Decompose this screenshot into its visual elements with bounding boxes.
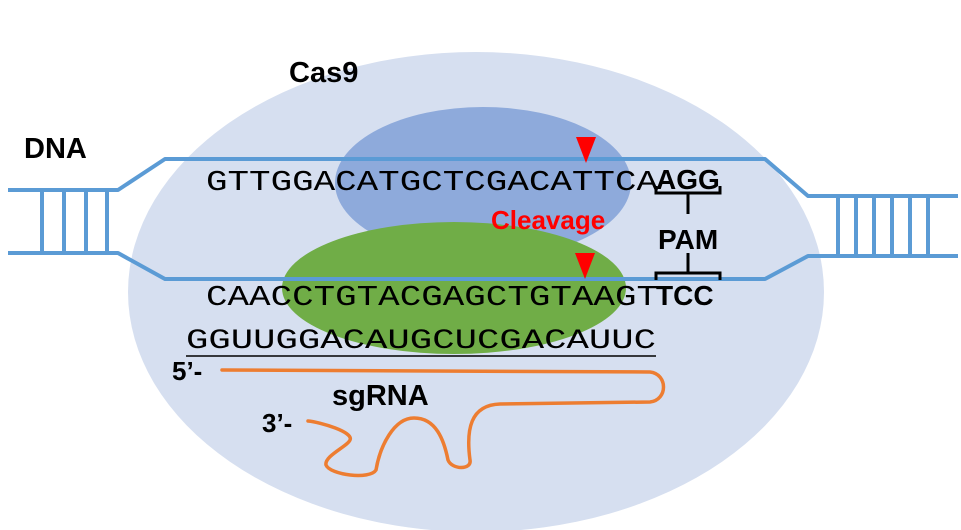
three-prime-label: 3’- bbox=[262, 408, 292, 438]
cas9-lower-lobe bbox=[282, 222, 626, 354]
cleavage-marker-bottom bbox=[575, 253, 595, 279]
pam-bracket bbox=[654, 186, 722, 280]
bottom-strand-sequence: CAACCTGTACGAGCTGTAAGT bbox=[206, 281, 658, 314]
cas9-label: Cas9 bbox=[289, 57, 358, 89]
cas9-upper-lobe bbox=[335, 107, 631, 259]
dna-right-base-pairs bbox=[836, 196, 930, 256]
dna-bottom-strand bbox=[8, 251, 958, 281]
cleavage-label: Cleavage bbox=[491, 205, 605, 235]
dna-label: DNA bbox=[24, 133, 87, 165]
dna-left-base-pairs bbox=[40, 190, 109, 253]
pam-label: PAM bbox=[658, 224, 718, 255]
five-prime-label: 5’- bbox=[172, 356, 202, 386]
cleavage-marker-top bbox=[576, 137, 596, 163]
top-strand-sequence: GTTGGACATGCTCGACATTCA bbox=[206, 166, 659, 199]
dna-double-helix bbox=[8, 157, 958, 281]
top-pam-sequence: AGG bbox=[656, 164, 720, 195]
sgrna-label: sgRNA bbox=[332, 380, 429, 412]
bottom-pam-sequence: TCC bbox=[656, 280, 714, 311]
dna-top-strand bbox=[8, 157, 958, 198]
sgrna-scaffold bbox=[220, 368, 666, 478]
guide-rna-sequence: GGUUGGACAUGCUCGACAUUC bbox=[186, 326, 656, 357]
